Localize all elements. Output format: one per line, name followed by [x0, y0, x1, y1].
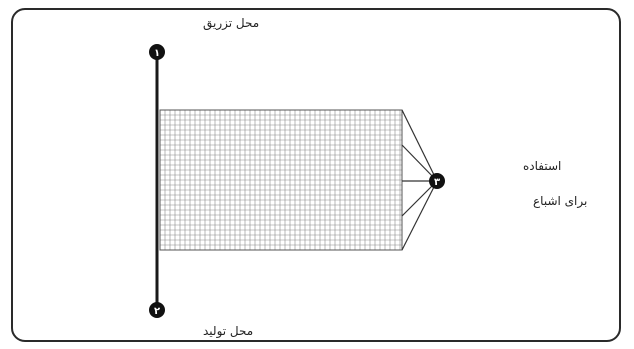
saturation-label-line2: برای اشباع	[533, 194, 587, 209]
injection-label: محل تزریق	[203, 16, 259, 31]
node-1-marker: ۱	[154, 48, 160, 59]
node-production-point: ۲ محل تولید	[149, 302, 253, 339]
saturation-grid	[159, 109, 403, 251]
node-2-marker: ۲	[154, 306, 160, 317]
grid-border	[159, 109, 403, 251]
node-3-marker: ۳	[434, 177, 440, 188]
saturation-label-line1: استفاده	[523, 159, 561, 173]
node-injection-point: ۱ محل تزریق	[149, 16, 259, 60]
production-label: محل تولید	[203, 324, 253, 339]
node-saturation-use: ۳ استفاده برای اشباع	[429, 159, 587, 209]
